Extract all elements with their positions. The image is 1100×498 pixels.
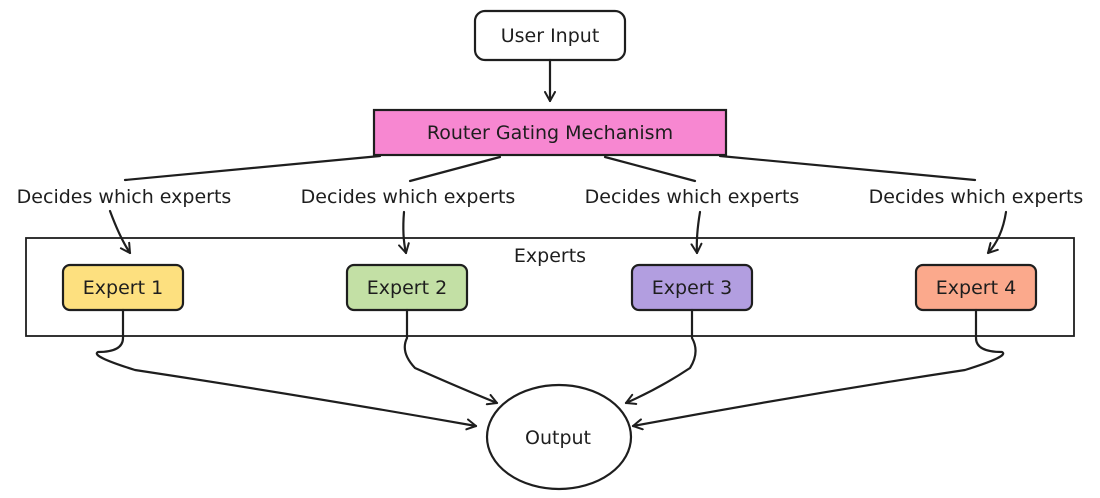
output-label: Output xyxy=(525,427,591,449)
edge-expert-1-to-output xyxy=(95,308,478,431)
edge-label-to-expert-1 xyxy=(108,209,132,255)
edge-router-to-label-2 xyxy=(408,155,502,183)
edge-label-1: Decides which experts xyxy=(17,186,232,208)
edge-label-to-expert-4 xyxy=(986,210,1008,255)
edge-router-to-label-3 xyxy=(603,155,697,183)
edge-label-4: Decides which experts xyxy=(869,186,1084,208)
output-node xyxy=(485,383,633,491)
edge-router-to-label-1 xyxy=(123,154,382,182)
expert-4-label: Expert 4 xyxy=(936,277,1016,299)
edge-label-2: Decides which experts xyxy=(301,186,516,208)
router-node xyxy=(372,108,728,157)
router-label: Router Gating Mechanism xyxy=(427,122,673,144)
expert-2-label: Expert 2 xyxy=(367,277,447,299)
edge-label-to-expert-3 xyxy=(690,210,703,255)
edge-label-3: Decides which experts xyxy=(585,186,800,208)
user-input-label: User Input xyxy=(501,25,600,47)
experts-container xyxy=(25,237,1075,337)
edge-expert-3-to-output xyxy=(624,308,697,405)
edge-label-to-expert-2 xyxy=(398,210,410,255)
expert-1-label: Expert 1 xyxy=(83,277,163,299)
edge-router-to-label-4 xyxy=(718,154,977,182)
expert-3-label: Expert 3 xyxy=(652,277,732,299)
edge-expert-2-to-output xyxy=(403,308,499,406)
edge-expert-4-to-output xyxy=(631,308,1005,431)
experts-container-label: Experts xyxy=(514,245,586,267)
